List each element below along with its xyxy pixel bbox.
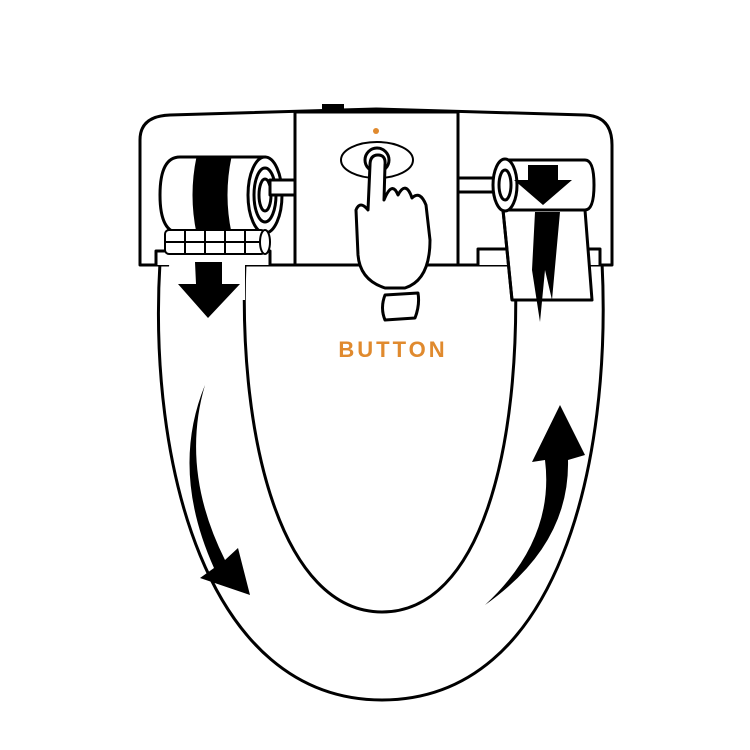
gear-roller-icon	[164, 229, 271, 255]
button-label: BUTTON	[338, 337, 448, 362]
hand-pressing-button-icon	[354, 146, 432, 322]
film-loop	[156, 260, 605, 702]
left-film-roll-icon	[158, 155, 297, 235]
right-film-roll-icon	[456, 157, 596, 213]
indicator-dot	[373, 128, 379, 134]
top-nub	[322, 104, 344, 110]
flow-arrow-icon	[178, 212, 585, 605]
